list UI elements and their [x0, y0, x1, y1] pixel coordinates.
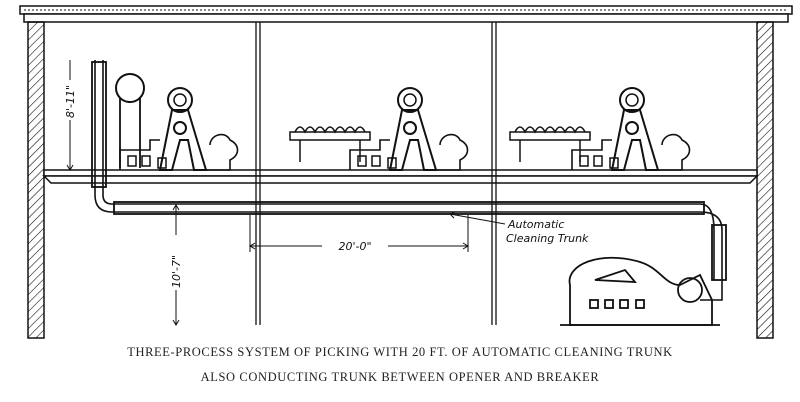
- breaker-picker-machine: [115, 73, 239, 171]
- dim-upper-height: [66, 60, 74, 171]
- caption-line-1: THREE-PROCESS SYSTEM OF PICKING WITH 20 …: [127, 345, 673, 359]
- ceiling-cornice: [19, 5, 793, 23]
- dim-upper-height-label: 8'-11": [64, 85, 77, 118]
- intermediate-picker-machine: [289, 87, 469, 171]
- dim-lower-height: [172, 204, 180, 326]
- left-wall: [27, 21, 45, 339]
- caption-line-2: ALSO CONDUCTING TRUNK BETWEEN OPENER AND…: [200, 370, 600, 384]
- finisher-picker-machine: [509, 87, 691, 171]
- cleaning-trunk: [91, 60, 727, 301]
- opener-machine: [560, 256, 720, 326]
- trunk-label-line2: Cleaning Trunk: [506, 232, 589, 245]
- right-wall: [756, 21, 774, 339]
- columns: [255, 22, 497, 325]
- dim-trunk-length-label: 20'-0": [338, 240, 371, 253]
- trunk-label-line1: Automatic: [507, 218, 564, 231]
- trunk-leader: [449, 211, 506, 225]
- upper-floor: [42, 169, 759, 184]
- dim-trunk-length: [249, 215, 469, 252]
- dim-lower-height-label: 10'-7": [170, 255, 183, 288]
